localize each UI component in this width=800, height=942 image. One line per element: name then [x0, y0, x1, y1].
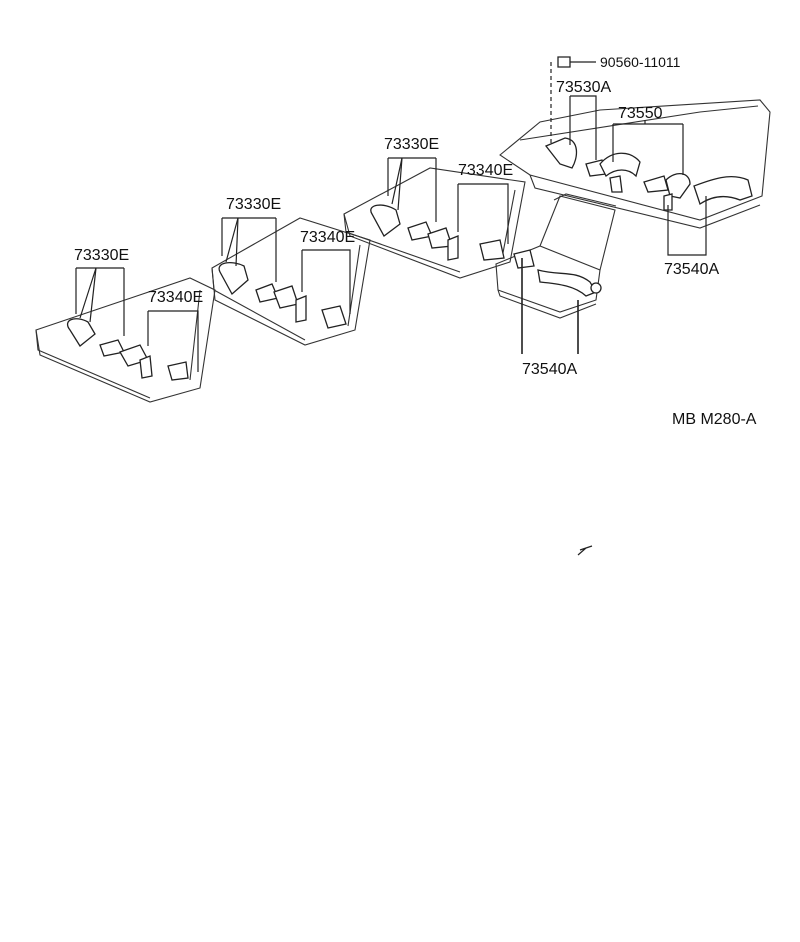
label-73540A-center: 73540A — [522, 361, 577, 378]
label-73530A: 73530A — [556, 79, 611, 96]
label-73340E-row1: 73340E — [148, 289, 203, 306]
bench-seat-row1 — [35, 277, 216, 403]
label-73340E-row3: 73340E — [458, 162, 513, 179]
label-73330E-row3: 73330E — [384, 136, 439, 153]
label-73330E-row1: 73330E — [74, 247, 129, 264]
leader-lines — [75, 56, 707, 372]
label-73340E-row2: 73340E — [300, 229, 355, 246]
label-90560-11011: 90560-11011 — [600, 54, 681, 70]
diagram-code: MB M280-A — [672, 411, 757, 428]
bench-seat-row3 — [343, 167, 526, 279]
label-73550: 73550 — [618, 105, 663, 122]
bench-seat-front-right — [499, 99, 771, 229]
front-single-seat — [495, 193, 617, 319]
label-73330E-row2: 73330E — [226, 196, 281, 213]
label-73540A-right: 73540A — [664, 261, 719, 278]
scan-speck — [577, 545, 593, 556]
bench-seat-row2 — [211, 217, 371, 346]
